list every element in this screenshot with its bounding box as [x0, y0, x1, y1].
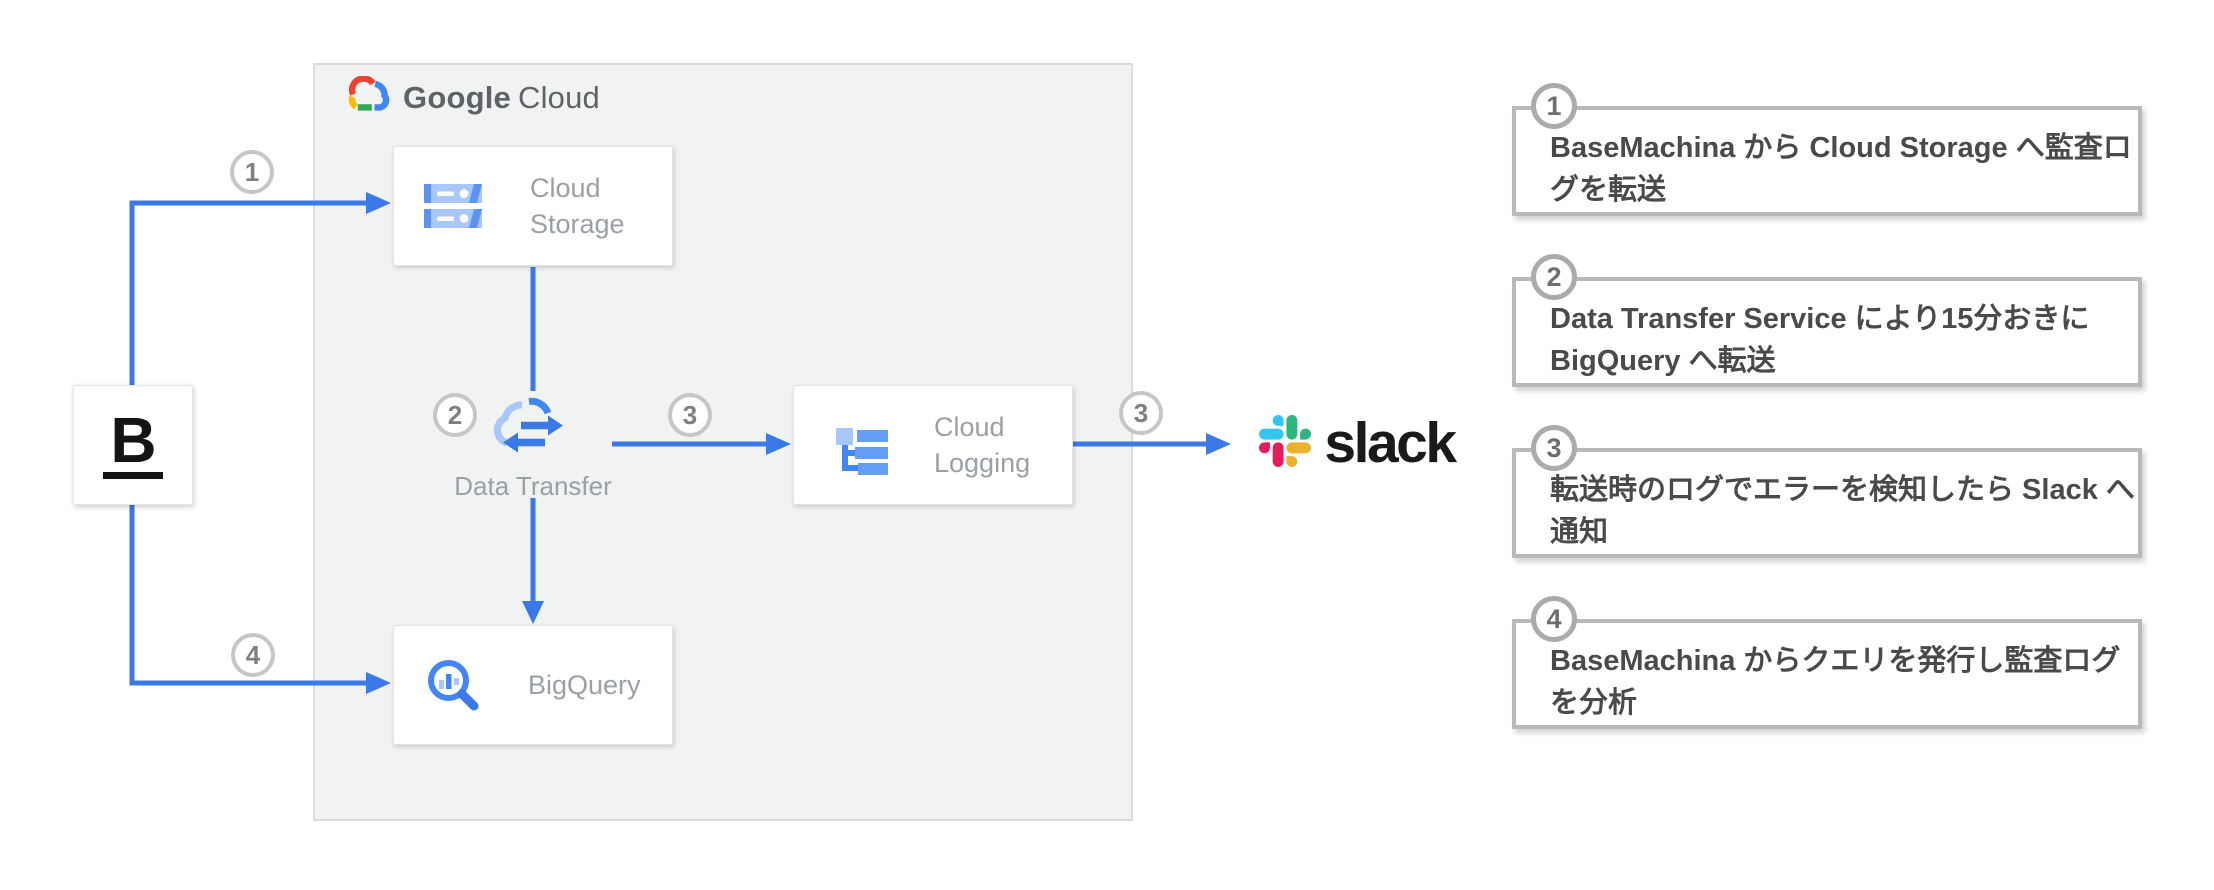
cloud-storage-label-line1: Cloud: [530, 173, 601, 203]
step-badge-3: 3: [668, 393, 712, 437]
arrowhead-4: [366, 672, 391, 694]
cloud-logging-node: Cloud Logging: [793, 385, 1073, 505]
cloud-storage-node: Cloud Storage: [393, 146, 673, 266]
bigquery-label: BigQuery: [528, 670, 641, 700]
arrowhead-bigquery: [522, 601, 544, 624]
annotation-badge-3: 3: [1531, 425, 1577, 471]
step-badge-1: 1: [230, 150, 274, 194]
annotation-text-2: Data Transfer Service により15分おきに BigQuery…: [1550, 303, 2090, 377]
cloud-logging-label-line2: Logging: [934, 448, 1031, 478]
annotation-badge-4: 4: [1531, 596, 1577, 642]
slack-wordmark: slack: [1324, 411, 1457, 475]
arrow-4-path: [129, 503, 366, 686]
step-badge-3b: 3: [1119, 391, 1163, 435]
cloud-logging-icon: [824, 414, 888, 476]
annotation-card-3: 転送時のログでエラーを検知したら Slack へ通知: [1512, 448, 2142, 558]
arrowhead-slack: [1206, 433, 1231, 455]
annotation-text-4: BaseMachina からクエリを発行し監査ログを分析: [1550, 645, 2121, 719]
cloud-logging-label: Cloud Logging: [934, 409, 1030, 481]
bigquery-icon: [424, 656, 482, 714]
cloud-storage-label-line2: Storage: [530, 209, 625, 239]
step-badge-2: 2: [433, 393, 477, 437]
basemachina-letter: B: [110, 403, 156, 476]
annotation-text-3: 転送時のログでエラーを検知したら Slack へ通知: [1550, 474, 2135, 548]
cloud-storage-icon: [424, 184, 484, 228]
data-transfer-node: Data Transfer: [433, 392, 633, 502]
cloud-storage-label: Cloud Storage: [530, 170, 625, 242]
slack-node: slack: [1233, 384, 1481, 502]
annotation-card-2: Data Transfer Service により15分おきに BigQuery…: [1512, 277, 2142, 387]
data-transfer-icon: [492, 392, 574, 469]
google-word: Google: [403, 79, 511, 115]
step-badge-4: 4: [231, 633, 275, 677]
annotation-badge-2: 2: [1531, 254, 1577, 300]
slack-icon: [1259, 414, 1312, 472]
basemachina-node: B: [73, 385, 193, 505]
annotation-badge-1: 1: [1531, 83, 1577, 129]
arrow-1-path: [129, 200, 366, 387]
arrowhead-1: [366, 192, 391, 214]
bigquery-node: BigQuery: [393, 625, 673, 745]
google-cloud-icon: [345, 75, 391, 119]
annotation-card-1: BaseMachina から Cloud Storage へ監査ログを転送: [1512, 106, 2142, 216]
arrowhead-logging: [766, 433, 791, 455]
cloud-logging-label-line1: Cloud: [934, 412, 1005, 442]
cloud-word: Cloud: [517, 79, 600, 115]
basemachina-underline: [103, 471, 163, 479]
annotation-card-4: BaseMachina からクエリを発行し監査ログを分析: [1512, 619, 2142, 729]
annotation-text-1: BaseMachina から Cloud Storage へ監査ログを転送: [1550, 132, 2132, 206]
data-transfer-label: Data Transfer: [454, 471, 612, 501]
